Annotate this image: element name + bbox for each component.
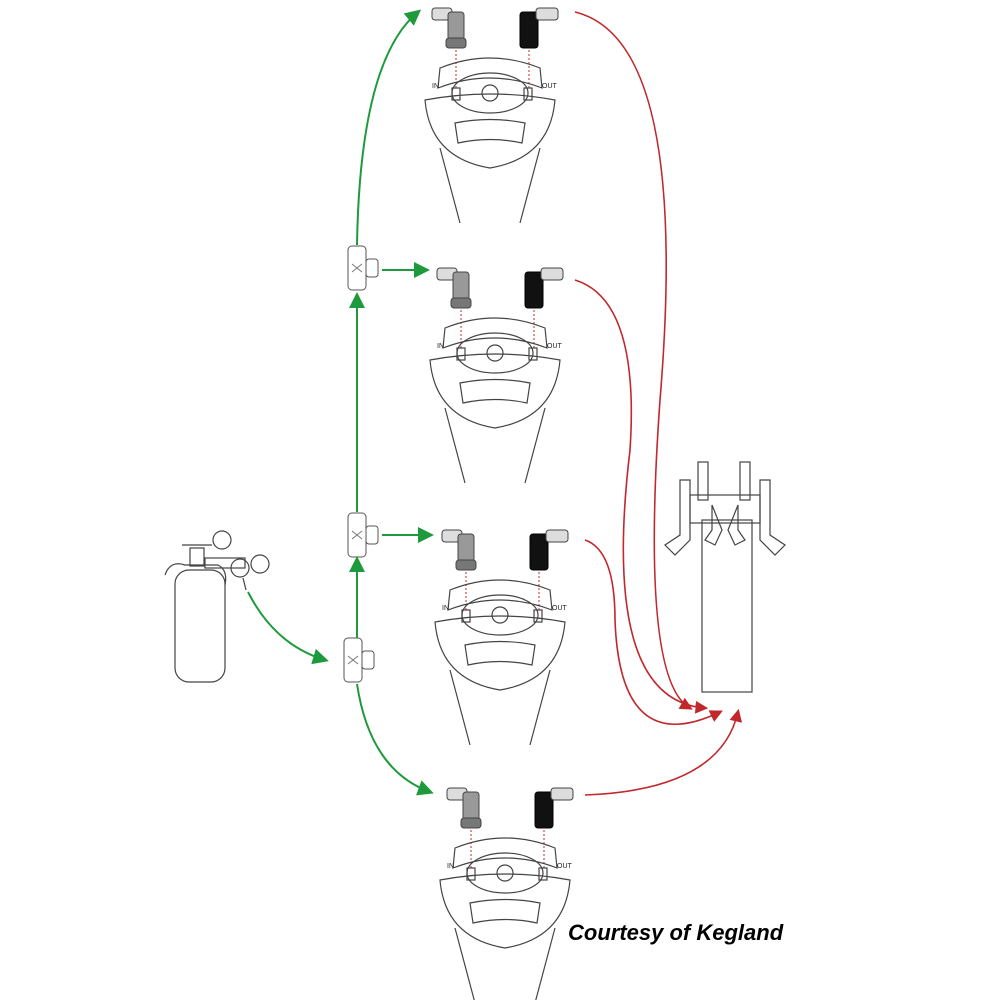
gas-lines <box>247 9 434 796</box>
keg-1: IN OUT <box>424 7 559 224</box>
gas-line-regulator-to-tee <box>247 591 329 665</box>
keg-3: IN OUT <box>434 529 569 746</box>
tee-fitting-1 <box>347 245 379 291</box>
keg-3-in-label: IN <box>442 605 449 612</box>
keg-4: IN OUT <box>439 787 574 1000</box>
keg-4-in-label: IN <box>447 863 454 870</box>
tee-fitting-2 <box>347 512 379 558</box>
beer-line-keg4 <box>584 708 743 796</box>
gas-line-tee1-to-keg1 <box>356 9 422 246</box>
keg-1-out-label: OUT <box>542 83 558 90</box>
beer-line-keg1 <box>574 11 693 710</box>
keg-2: IN OUT <box>429 267 564 484</box>
keg-1-in-label: IN <box>432 83 439 90</box>
keg-4-out-label: OUT <box>557 863 573 870</box>
beer-lines <box>574 11 743 796</box>
co2-cylinder-regulator <box>164 530 270 683</box>
beer-line-keg3 <box>584 539 723 726</box>
credit-caption: Courtesy of Kegland <box>568 920 784 945</box>
gas-line-tee3-to-keg4 <box>356 683 434 796</box>
beer-tower <box>664 461 786 693</box>
keg-2-in-label: IN <box>437 343 444 350</box>
keg-2-out-label: OUT <box>547 343 563 350</box>
beer-line-keg2 <box>574 279 709 714</box>
tee-fitting-3 <box>343 637 375 683</box>
keg-3-out-label: OUT <box>552 605 568 612</box>
